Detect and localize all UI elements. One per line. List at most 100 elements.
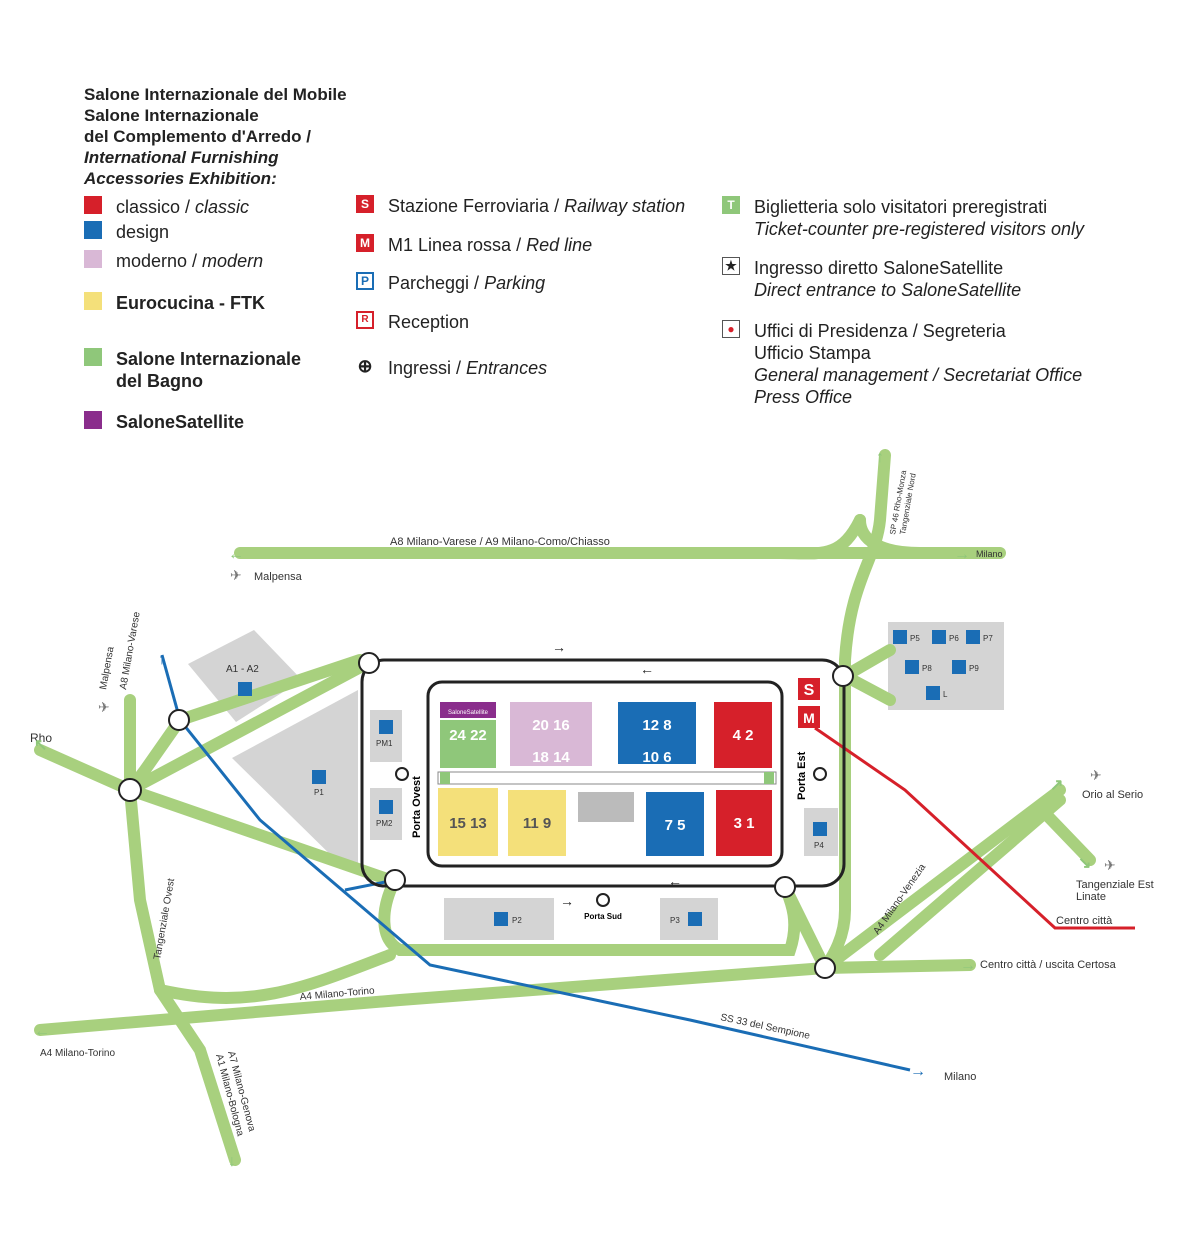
- junction: [168, 709, 190, 731]
- legend-title: Salone Internazionale del Mobile Salone …: [84, 84, 347, 189]
- junction: [832, 665, 854, 687]
- ticket-counter-icon: T: [722, 196, 740, 214]
- parking-icon[interactable]: [926, 686, 940, 700]
- arrow-up-icon: ↑: [158, 651, 166, 668]
- moderno-label: moderno /: [116, 251, 203, 271]
- hall-3-1[interactable]: [716, 790, 772, 856]
- bagno-label-2: del Bagno: [116, 371, 204, 391]
- parking-label-it: Parking: [484, 273, 546, 293]
- railway-station-icon: S: [356, 195, 374, 213]
- parking-icon[interactable]: [238, 682, 252, 696]
- parking-icon[interactable]: [966, 630, 980, 644]
- parking-icon[interactable]: [905, 660, 919, 674]
- arrow-left-icon: ←: [228, 546, 244, 563]
- legend-metro: M M1 Linea rossa / Red line: [356, 234, 592, 256]
- offices-line4: Press Office: [754, 387, 853, 407]
- arrow-left-icon: ←: [34, 1023, 50, 1040]
- ring-arrows: → ← → ←: [552, 639, 682, 909]
- road-label: Tangenziale Est: [1076, 879, 1154, 891]
- parking-area-p1: [232, 690, 358, 870]
- road-tangenziale-est: [1034, 802, 1096, 866]
- satellite-entrance-line1: Ingresso diretto SaloneSatellite: [754, 258, 1004, 278]
- parking-icon[interactable]: [688, 912, 702, 926]
- parking-label: P4: [814, 841, 824, 850]
- road-label: Tangenziale Ovest: [152, 877, 177, 960]
- hall-11-9[interactable]: [508, 790, 566, 856]
- road-ramp-ne: [774, 514, 866, 560]
- hall-satellite-label: SaloneSatellite: [448, 710, 489, 716]
- design-swatch: [84, 221, 102, 239]
- bagno-label: Salone Internazionale: [116, 349, 302, 369]
- legend-moderno: moderno / modern: [84, 250, 263, 272]
- parking-label: P7: [983, 634, 993, 643]
- gate-est-label: Porta Est: [796, 751, 808, 800]
- road-label: Linate: [1076, 891, 1106, 903]
- parking-icon[interactable]: [312, 770, 326, 784]
- arrow-right-icon: →: [910, 1063, 926, 1080]
- legend-parking: P Parcheggi / Parking: [356, 272, 545, 294]
- airplane-icon: ✈: [1104, 857, 1116, 873]
- parking-icon[interactable]: [932, 630, 946, 644]
- hall-satellite[interactable]: [440, 702, 496, 718]
- entrances-label-it: Entrances: [466, 358, 548, 378]
- parking-icon: P: [356, 272, 374, 290]
- entrance-markers: [395, 767, 827, 907]
- parking-icon[interactable]: [813, 822, 827, 836]
- moderno-swatch: [84, 250, 102, 268]
- hall-label: 11 9: [523, 815, 551, 832]
- hall-12-8[interactable]: [618, 702, 696, 764]
- parking-icon[interactable]: [379, 800, 393, 814]
- parking-icon[interactable]: [952, 660, 966, 674]
- arrow-down-icon: ↓: [228, 1153, 236, 1170]
- hall-label: 7 5: [665, 817, 686, 834]
- classico-label: classico /: [116, 197, 196, 217]
- metro-line: [814, 726, 1135, 930]
- hall-15-13[interactable]: [438, 788, 498, 856]
- star-icon: ★: [722, 257, 740, 275]
- gate-sud-label: Porta Sud: [584, 912, 622, 921]
- legend-title-line: International Furnishing: [84, 148, 279, 167]
- ticket-icon-west: [440, 772, 450, 784]
- entrances-label: Ingressi /: [388, 358, 467, 378]
- ticket-icon-east: [764, 772, 774, 784]
- hall-7-5[interactable]: [646, 792, 704, 856]
- hall-24-22[interactable]: [440, 720, 496, 768]
- ticket-line1: Biglietteria solo visitatori preregistra…: [754, 197, 1048, 217]
- parking-label: P2: [512, 916, 522, 925]
- airport-icons: ✈ ✈ ✈ ✈: [98, 567, 1116, 873]
- road-label: Milano: [976, 549, 1003, 559]
- parking-icon[interactable]: [494, 912, 508, 926]
- parking-label: P9: [969, 664, 979, 673]
- road-label: A4 Milano-Torino: [40, 1048, 115, 1059]
- parking-labels: A1 - A2 P1 PM1 PM2 P2 P3 P4 P5 P6 P7 P8 …: [226, 634, 993, 925]
- hall-label: 4 2: [733, 727, 754, 744]
- ticket-line2: Ticket-counter pre-registered visitors o…: [754, 219, 1084, 239]
- hall-4-2[interactable]: [714, 702, 772, 768]
- road-end-arrows: ← → ↑ ← → ↗ ↘ ↓ ↖: [34, 449, 1091, 1170]
- hall-20-16[interactable]: [510, 702, 592, 766]
- road-label: Centro città: [1056, 915, 1113, 927]
- road-east-down: [779, 881, 831, 974]
- legend-title-line: Salone Internazionale: [84, 106, 259, 125]
- legend-satellite: SaloneSatellite: [84, 411, 244, 433]
- road-ss33: [160, 654, 911, 1072]
- metro-station-letter: M: [803, 710, 815, 726]
- arrow-right-icon: →: [552, 639, 566, 655]
- parking-icons: [238, 630, 980, 926]
- road-network: [34, 449, 1096, 1166]
- junctions: [118, 652, 854, 979]
- central-corridor: [437, 771, 777, 785]
- entrance-icon: [813, 767, 827, 781]
- road-label: A8 Milano-Varese: [118, 611, 143, 691]
- parking-icon[interactable]: [379, 720, 393, 734]
- parking-label: P1: [314, 788, 324, 797]
- parking-area-pm1: [370, 710, 402, 762]
- road-a4-torino: [34, 959, 976, 1036]
- road-label: Malpensa: [98, 645, 116, 690]
- arrow-up-icon: ↑: [876, 449, 884, 466]
- parking-icon[interactable]: [893, 630, 907, 644]
- offices-line2: Ufficio Stampa: [754, 343, 871, 363]
- road-label: A8 Milano-Varese / A9 Milano-Como/Chiass…: [390, 536, 610, 548]
